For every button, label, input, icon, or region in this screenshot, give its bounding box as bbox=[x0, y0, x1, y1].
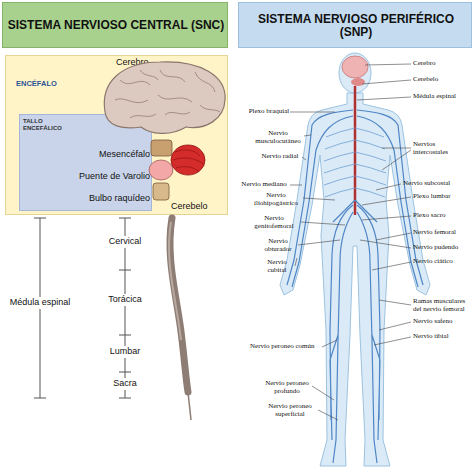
filum-terminale bbox=[188, 392, 191, 420]
node-heading: ENCÉFALO bbox=[16, 80, 76, 88]
nerve-label: Nervio femoral bbox=[413, 229, 471, 237]
part-name: Mesencéfalo bbox=[45, 150, 150, 160]
central-header: SISTEMA NERVIOSO CENTRAL (SNC) bbox=[2, 2, 228, 48]
intercostal-nerves bbox=[324, 128, 386, 197]
nerve-label: Nervio peroneo profundo bbox=[262, 380, 312, 395]
body-cerebellum bbox=[351, 78, 365, 86]
part-name: Puente de Varolio bbox=[45, 172, 150, 182]
part-name: Cerebro bbox=[116, 58, 161, 68]
peripheral-nerves bbox=[287, 110, 423, 463]
segment-label: Lumbar bbox=[108, 346, 143, 358]
nerve-label: Nervio safeno bbox=[413, 318, 471, 326]
nerve-label: Nervio pudendo bbox=[413, 244, 471, 252]
nerve-label: Cerebelo bbox=[413, 76, 471, 84]
brainstem-box: TALLO ENCEFÁLICO MesencéfaloPuente de Var… bbox=[19, 114, 152, 211]
encephalon-box: ENCÉFALO CerebroCerebelo TALLO ENCEFÁLICO M… bbox=[5, 55, 228, 215]
leader-lines bbox=[290, 64, 411, 420]
node-heading: SISTEMA NERVIOSO CENTRAL (SNC) bbox=[3, 3, 229, 49]
nerve-label: Nervio iliohipogástrico bbox=[249, 192, 303, 207]
spinal-cord-highlight bbox=[169, 222, 181, 340]
node-heading: SISTEMA NERVIOSO PERIFÉRICO (SNP) bbox=[239, 3, 473, 49]
segment-label: Médula espinal bbox=[8, 297, 73, 309]
node-heading: TALLO ENCEFÁLICO bbox=[23, 118, 63, 131]
nerve-label: Nervios intercostales bbox=[413, 141, 463, 156]
nerve-label: Plexo sacro bbox=[413, 212, 471, 220]
spinal-cord-shape bbox=[170, 218, 188, 392]
part-name: Cerebelo bbox=[171, 202, 221, 212]
nerve-label: Médula espinal bbox=[413, 93, 471, 101]
nerve-label: Plexo lumbar bbox=[413, 193, 471, 201]
segment-label: Sacra bbox=[111, 378, 139, 390]
nerve-label: Nervio musculocutáneo bbox=[252, 130, 304, 145]
peripheral-header: SISTEMA NERVIOSO PERIFÉRICO (SNP) bbox=[238, 2, 472, 48]
nerve-label: Nervio genitofemoral bbox=[247, 215, 301, 230]
nerve-label: Cerebro bbox=[413, 60, 471, 68]
head-shape bbox=[339, 53, 371, 93]
nerve-label: Nervio cubital bbox=[259, 259, 295, 274]
nerve-label: Nervio ciático bbox=[413, 258, 471, 266]
nerve-label: Nervio obturador bbox=[258, 238, 298, 253]
nerve-label: Plexo braquial bbox=[244, 108, 294, 116]
nerve-label: Nervio peroneo superficial bbox=[262, 403, 318, 418]
nerve-label: Nervio peroneo común bbox=[250, 343, 325, 351]
nerve-label: Ramas musculares del nervio femoral bbox=[413, 298, 473, 313]
nerve-label: Nervio tibial bbox=[413, 333, 471, 341]
nerve-label: Nervio mediano bbox=[238, 181, 290, 189]
segment-label: Cervical bbox=[107, 236, 144, 248]
segment-label: Torácica bbox=[106, 294, 144, 306]
part-name: Bulbo raquídeo bbox=[45, 194, 150, 204]
nerve-label: Nervio subcostal bbox=[403, 180, 471, 188]
nerve-label: Nervio radial bbox=[256, 153, 304, 161]
body-spinal-cord bbox=[354, 86, 357, 215]
body-brain bbox=[342, 56, 368, 78]
